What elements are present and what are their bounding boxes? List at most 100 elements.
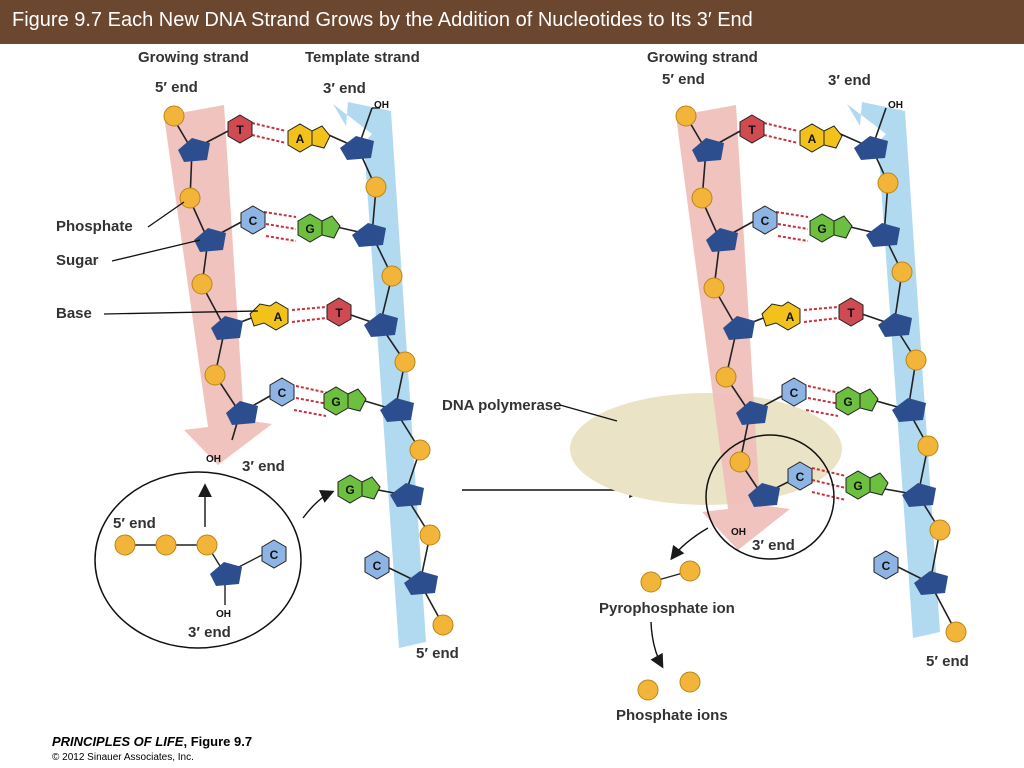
svg-text:A: A — [786, 310, 795, 324]
svg-text:A: A — [274, 310, 283, 324]
svg-text:C: C — [270, 548, 279, 562]
title-bar: Figure 9.7 Each New DNA Strand Grows by … — [0, 0, 1024, 44]
base-G: G — [845, 470, 889, 500]
figure-number: , Figure 9.7 — [183, 734, 253, 749]
svg-text:G: G — [817, 222, 826, 236]
left-panel: T C A C A G — [56, 49, 459, 662]
inset-oh-label: OH — [216, 609, 231, 620]
base-T: T — [227, 114, 253, 144]
template-phosphates — [877, 172, 967, 643]
base-C: C — [873, 550, 899, 580]
growing-sugars — [692, 138, 780, 507]
svg-text:C: C — [790, 386, 799, 400]
growing-bases: T C A C — [227, 114, 295, 407]
right-panel: DNA polymerase — [442, 49, 969, 724]
base-G: G — [809, 213, 853, 243]
growing-strand-label: Growing strand — [647, 49, 758, 66]
growing-oh-label: OH — [731, 527, 746, 538]
template-sugars — [340, 136, 438, 595]
base-T: T — [838, 297, 864, 327]
incoming-nucleotide-inset: C 5′ end OH 3′ end — [94, 471, 302, 649]
growing-strand-label: Growing strand — [138, 49, 249, 66]
base-G: G — [297, 213, 341, 243]
hydrolysis-arrow — [650, 621, 664, 669]
base-A: A — [287, 123, 331, 153]
svg-text:C: C — [278, 386, 287, 400]
new-bond-highlight-circle — [705, 434, 835, 560]
inset-five-prime-label: 5′ end — [113, 515, 156, 532]
template-three-prime-label: 3′ end — [828, 72, 871, 89]
base-C: C — [240, 205, 266, 235]
template-three-prime-label: 3′ end — [323, 80, 366, 97]
template-phosphates — [365, 176, 454, 636]
base-T: T — [739, 114, 765, 144]
growing-sugars — [178, 138, 258, 425]
template-five-prime-label: 5′ end — [416, 645, 459, 662]
growing-five-prime-label: 5′ end — [155, 79, 198, 96]
phosphate-ions-label: Phosphate ions — [616, 707, 728, 724]
base-A: A — [761, 301, 801, 331]
phosphate-ion-2 — [679, 671, 701, 693]
pyrophosphate-ion-label: Pyrophosphate ion — [599, 600, 735, 617]
svg-text:C: C — [796, 470, 805, 484]
growing-oh-label: OH — [206, 454, 221, 465]
growing-three-prime-label: 3′ end — [242, 458, 285, 475]
phosphate-2 — [155, 534, 177, 556]
dna-replication-diagram: T C A C A G — [56, 49, 969, 724]
svg-text:G: G — [331, 395, 340, 409]
svg-text:C: C — [761, 214, 770, 228]
template-strand-arrow — [333, 102, 426, 648]
svg-text:C: C — [373, 559, 382, 573]
template-sugars — [854, 136, 948, 595]
base-G: G — [337, 474, 381, 504]
phosphate-ion-1 — [637, 679, 659, 701]
phosphate-3 — [196, 534, 218, 556]
phosphate-1 — [114, 534, 136, 556]
template-oh-label: OH — [888, 100, 903, 111]
inset-three-prime-label: 3′ end — [188, 624, 231, 641]
book-credit: PRINCIPLES OF LIFE, Figure 9.7 — [52, 734, 252, 749]
svg-text:T: T — [748, 123, 756, 137]
figure-title: Figure 9.7 Each New DNA Strand Grows by … — [12, 9, 753, 31]
growing-phosphates — [163, 105, 226, 386]
base-T: T — [326, 297, 352, 327]
svg-text:C: C — [882, 559, 891, 573]
svg-text:C: C — [249, 214, 258, 228]
growing-three-prime-label: 3′ end — [752, 537, 795, 554]
base-label: Base — [56, 305, 92, 322]
growing-bases: T C A C C — [739, 114, 813, 491]
template-bases: A G T G G C — [287, 123, 390, 580]
svg-text:G: G — [305, 222, 314, 236]
base-C: C — [261, 539, 287, 569]
pyrophosphate-phosphate-1 — [640, 571, 662, 593]
growing-five-prime-label: 5′ end — [662, 71, 705, 88]
svg-text:T: T — [847, 306, 855, 320]
phosphate-label: Phosphate — [56, 218, 133, 235]
hydrogen-bonds — [763, 122, 847, 501]
base-G: G — [835, 386, 879, 416]
template-bases: A G T G G C — [799, 123, 899, 580]
base-C: C — [781, 377, 807, 407]
book-title: PRINCIPLES OF LIFE — [52, 734, 184, 749]
base-A: A — [249, 301, 289, 331]
base-C: C — [269, 377, 295, 407]
inset-to-template-arrow — [302, 489, 335, 519]
svg-text:T: T — [335, 306, 343, 320]
hydrogen-bonds — [251, 122, 329, 417]
svg-text:T: T — [236, 123, 244, 137]
dna-polymerase-shape — [570, 393, 842, 505]
growing-phosphates — [675, 105, 751, 473]
svg-text:A: A — [808, 132, 817, 146]
base-C: C — [364, 550, 390, 580]
pyrophosphate-release-arrow — [670, 527, 709, 561]
dna-polymerase-label: DNA polymerase — [442, 397, 562, 414]
svg-text:G: G — [843, 395, 852, 409]
svg-text:G: G — [345, 483, 354, 497]
copyright: © 2012 Sinauer Associates, Inc. — [52, 752, 194, 763]
base-C: C — [752, 205, 778, 235]
svg-text:G: G — [853, 479, 862, 493]
pyrophosphate-phosphate-2 — [679, 560, 701, 582]
svg-text:A: A — [296, 132, 305, 146]
sugar-label: Sugar — [56, 252, 99, 269]
base-A: A — [799, 123, 843, 153]
